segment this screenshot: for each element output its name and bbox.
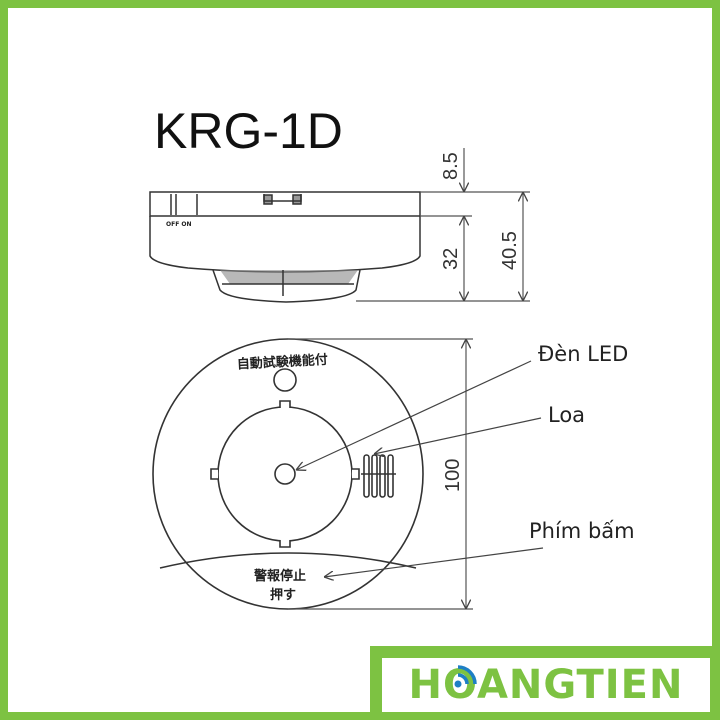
button-text-line2: 押す [270,587,296,603]
brand-logo: HOANGTIEN [370,646,712,712]
speaker-grille [361,454,396,498]
top-text: 自動試験機能付 [236,352,328,373]
logo-text: HOANGTIEN [408,662,684,708]
dim-diameter: 100 [442,459,464,492]
wifi-signal-icon [454,665,477,688]
side-dimensions [356,148,530,302]
dim-body: 32 [440,248,462,270]
button-area-edge [159,552,417,569]
button-text-line1: 警報停止 [254,568,306,584]
dim-top-cap: 8.5 [440,152,462,180]
test-indicator-circle [273,368,297,392]
diameter-dimension [288,338,473,610]
led-circle [274,463,296,485]
callout-lines [296,360,544,577]
dim-total: 40.5 [499,231,521,270]
side-view [149,191,421,303]
callout-led: Đèn LED [538,342,628,366]
model-title: KRG-1D [154,103,343,159]
callout-button: Phím bấm [529,519,635,543]
callout-speaker: Loa [548,403,585,427]
switch-label: OFF ON [166,221,192,228]
